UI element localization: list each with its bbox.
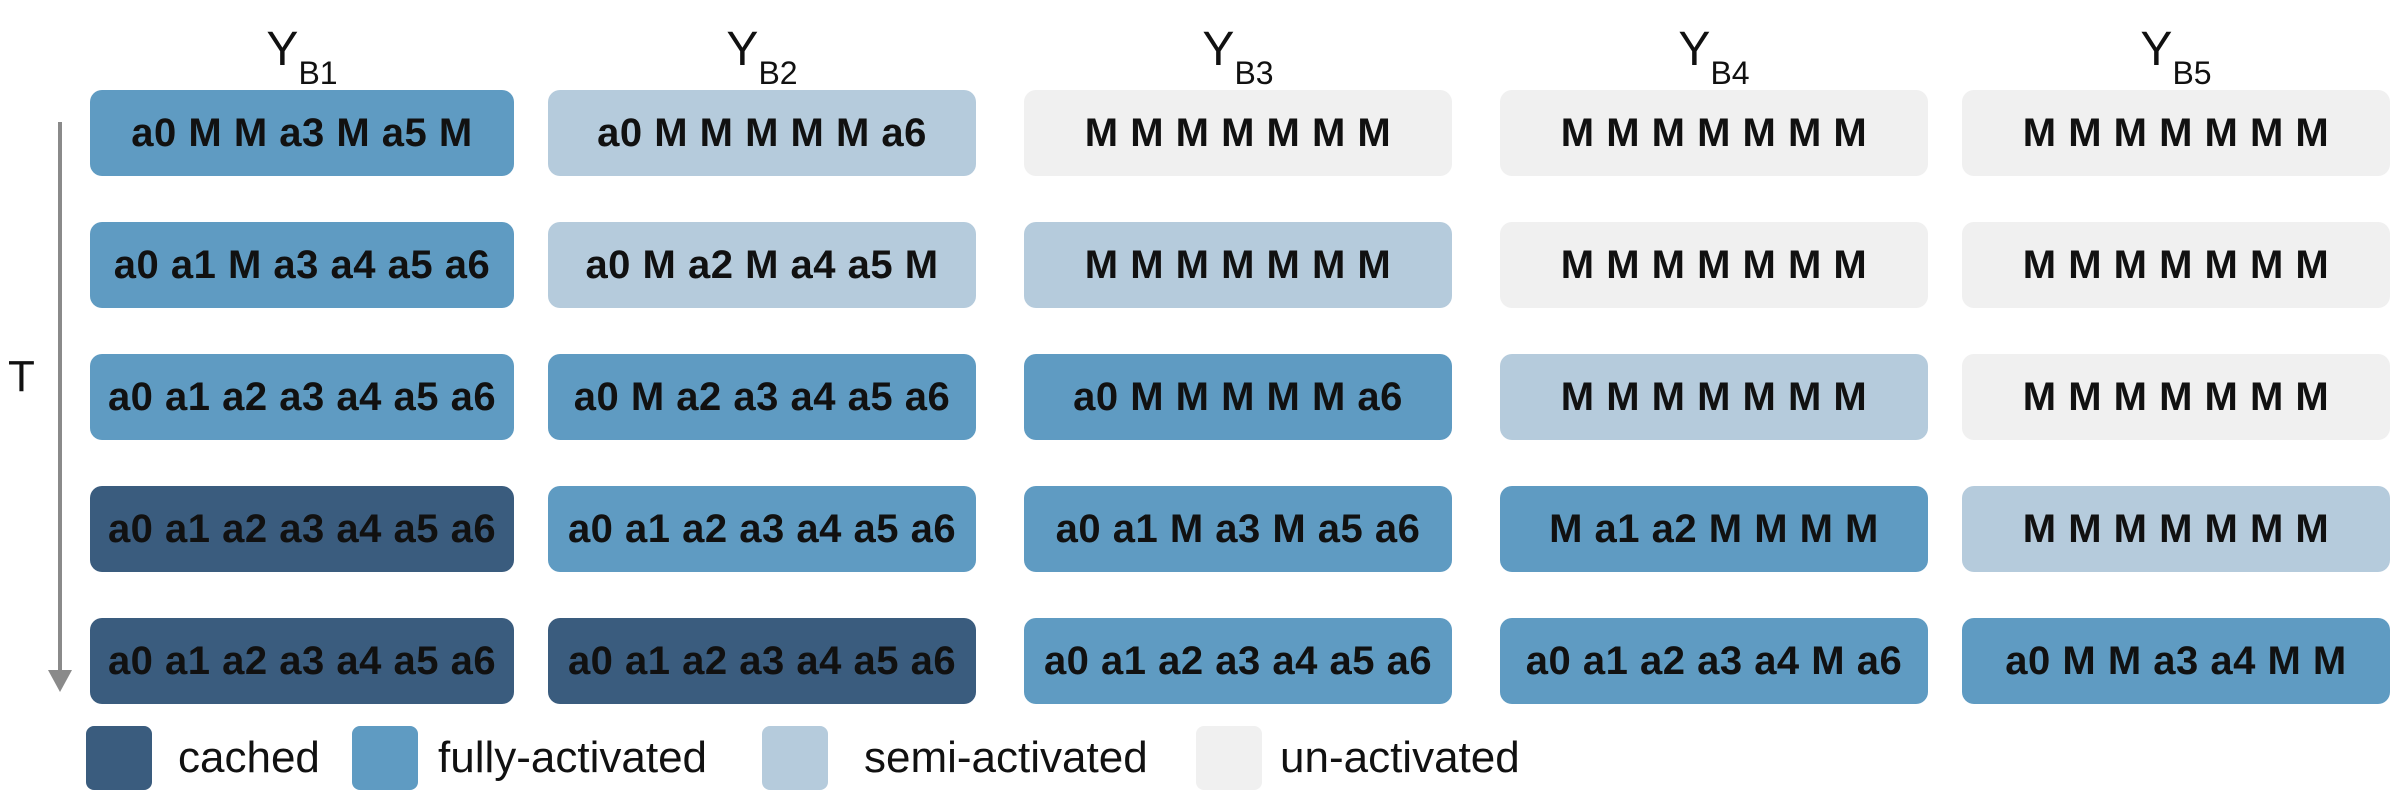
legend-swatch-cached <box>86 726 152 790</box>
legend-label-semi: semi-activated <box>864 733 1148 782</box>
column-header-b3: YB3 <box>1028 22 1448 91</box>
column-header-subscript: B2 <box>758 54 798 91</box>
block-b2-row-5: a0 a1 a2 a3 a4 a5 a6 <box>548 618 976 704</box>
block-b3-row-5: a0 a1 a2 a3 a4 a5 a6 <box>1024 618 1452 704</box>
column-header-base: Y <box>1202 23 1235 76</box>
block-b2-row-2: a0 M a2 M a4 a5 M <box>548 222 976 308</box>
legend-swatch-fully <box>352 726 418 790</box>
block-b2-row-4: a0 a1 a2 a3 a4 a5 a6 <box>548 486 976 572</box>
block-b2-row-1: a0 M M M M M a6 <box>548 90 976 176</box>
time-axis-line <box>58 122 62 682</box>
column-header-subscript: B1 <box>298 54 338 91</box>
legend-swatch-un <box>1196 726 1262 790</box>
block-b3-row-4: a0 a1 M a3 M a5 a6 <box>1024 486 1452 572</box>
column-header-subscript: B5 <box>2172 54 2212 91</box>
block-b5-row-4: M M M M M M M <box>1962 486 2390 572</box>
block-b3-row-3: a0 M M M M M a6 <box>1024 354 1452 440</box>
block-b1-row-4: a0 a1 a2 a3 a4 a5 a6 <box>90 486 514 572</box>
column-header-base: Y <box>1678 23 1711 76</box>
legend-label-fully: fully-activated <box>438 733 708 782</box>
block-b4-row-5: a0 a1 a2 a3 a4 M a6 <box>1500 618 1928 704</box>
time-axis-arrow-icon <box>48 670 72 692</box>
block-b4-row-2: M M M M M M M <box>1500 222 1928 308</box>
time-axis-label: T <box>8 352 35 401</box>
block-b3-row-2: M M M M M M M <box>1024 222 1452 308</box>
column-header-base: Y <box>266 23 299 76</box>
block-b2-row-3: a0 M a2 a3 a4 a5 a6 <box>548 354 976 440</box>
column-header-b5: YB5 <box>1966 22 2386 91</box>
block-b4-row-3: M M M M M M M <box>1500 354 1928 440</box>
column-header-b1: YB1 <box>92 22 512 91</box>
block-b4-row-1: M M M M M M M <box>1500 90 1928 176</box>
block-b3-row-1: M M M M M M M <box>1024 90 1452 176</box>
column-header-base: Y <box>726 23 759 76</box>
column-header-base: Y <box>2140 23 2173 76</box>
column-header-b2: YB2 <box>552 22 972 91</box>
block-b1-row-5: a0 a1 a2 a3 a4 a5 a6 <box>90 618 514 704</box>
block-b5-row-2: M M M M M M M <box>1962 222 2390 308</box>
column-header-subscript: B4 <box>1710 54 1750 91</box>
block-b4-row-4: M a1 a2 M M M M <box>1500 486 1928 572</box>
block-b1-row-2: a0 a1 M a3 a4 a5 a6 <box>90 222 514 308</box>
block-b5-row-1: M M M M M M M <box>1962 90 2390 176</box>
block-b1-row-1: a0 M M a3 M a5 M <box>90 90 514 176</box>
column-header-b4: YB4 <box>1504 22 1924 91</box>
column-header-subscript: B3 <box>1234 54 1274 91</box>
legend-label-un: un-activated <box>1280 733 1520 782</box>
block-b5-row-5: a0 M M a3 a4 M M <box>1962 618 2390 704</box>
block-b1-row-3: a0 a1 a2 a3 a4 a5 a6 <box>90 354 514 440</box>
block-b5-row-3: M M M M M M M <box>1962 354 2390 440</box>
legend-swatch-semi <box>762 726 828 790</box>
legend-label-cached: cached <box>178 733 320 782</box>
